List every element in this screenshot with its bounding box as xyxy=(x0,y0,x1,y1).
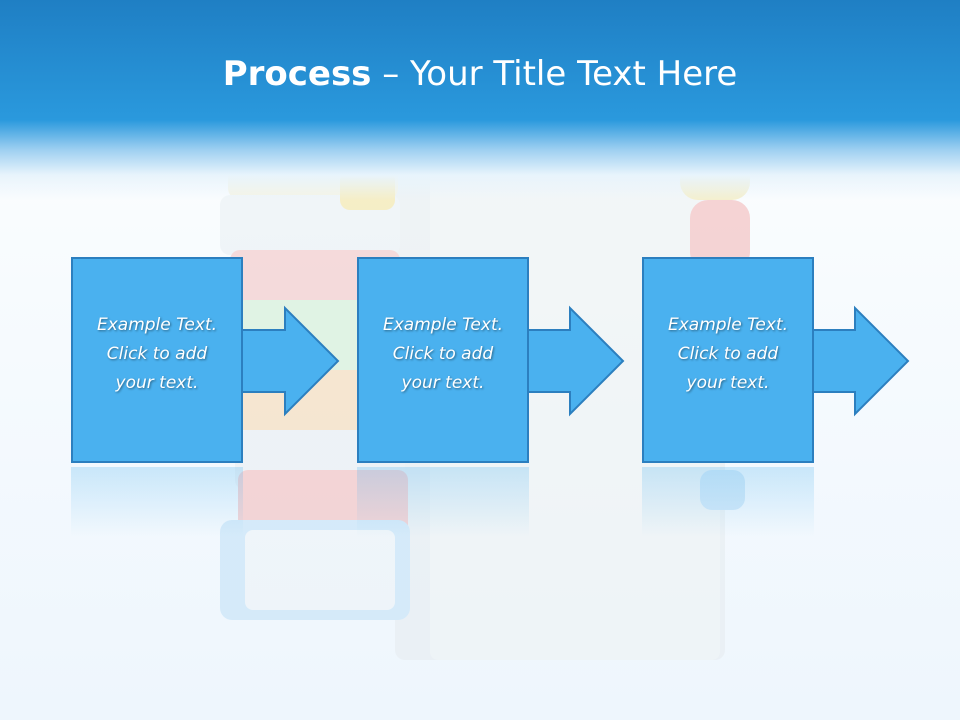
step-3-text: Example Text. Click to add your text. xyxy=(644,311,812,398)
step-1-reflection xyxy=(71,467,243,537)
step-2-text: Example Text. Click to add your text. xyxy=(359,311,527,398)
step-2-line-3: your text. xyxy=(401,373,485,393)
step-1-box[interactable]: Example Text. Click to add your text. xyxy=(71,257,243,463)
step-1-line-2: Click to add xyxy=(106,344,208,364)
step-3-line-1: Example Text. xyxy=(667,315,789,335)
step-1-text: Example Text. Click to add your text. xyxy=(73,311,241,398)
slide-title[interactable]: Process – Your Title Text Here xyxy=(0,52,960,96)
step-1-arrow[interactable] xyxy=(240,305,345,420)
step-2-line-1: Example Text. xyxy=(382,315,504,335)
step-2-box[interactable]: Example Text. Click to add your text. xyxy=(357,257,529,463)
step-2-line-2: Click to add xyxy=(392,344,494,364)
step-3-reflection xyxy=(642,467,814,537)
slide-title-bold: Process xyxy=(222,54,372,94)
step-1-line-1: Example Text. xyxy=(96,315,218,335)
step-3-box[interactable]: Example Text. Click to add your text. xyxy=(642,257,814,463)
step-2-arrow[interactable] xyxy=(525,305,630,420)
title-banner xyxy=(0,0,960,200)
step-2-reflection xyxy=(357,467,529,537)
step-3-arrow[interactable] xyxy=(810,305,915,420)
slide-title-rest: – Your Title Text Here xyxy=(371,54,738,94)
step-3-line-3: your text. xyxy=(686,373,770,393)
step-3-line-2: Click to add xyxy=(677,344,779,364)
step-1-line-3: your text. xyxy=(115,373,199,393)
